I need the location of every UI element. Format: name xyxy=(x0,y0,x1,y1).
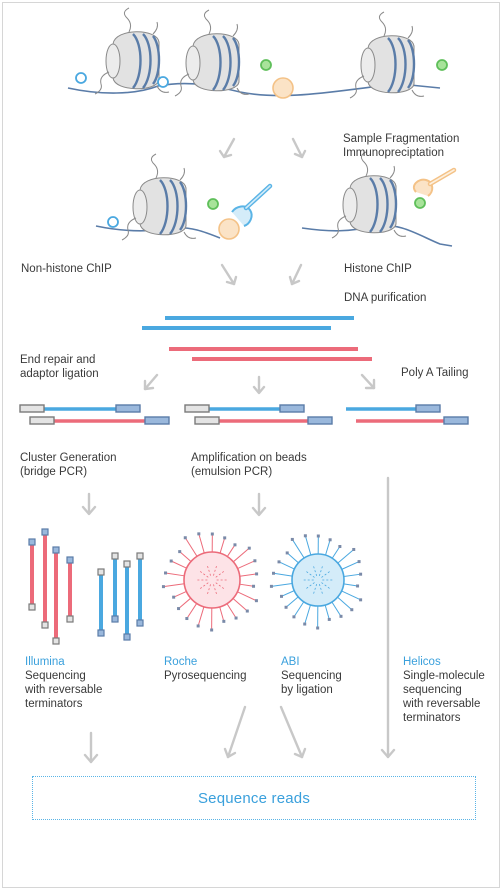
modification-mark-green xyxy=(260,59,272,71)
platform-illumina: Illumina Sequencing with reversable term… xyxy=(25,656,103,710)
label-fragmentation: Sample Fragmentation Immunopreciptation xyxy=(343,133,460,159)
adaptor-fragments xyxy=(19,404,469,425)
antibody-blue xyxy=(231,183,273,227)
chip-non-histone xyxy=(95,152,273,242)
platform-abi: ABI Sequencing by ligation xyxy=(281,656,342,696)
label-dna-purification: DNA purification xyxy=(344,292,427,304)
sequence-reads-label: Sequence reads xyxy=(197,789,311,807)
chromatin-top xyxy=(67,6,448,100)
label-non-histone-chip: Non-histone ChIP xyxy=(21,263,112,275)
illumina-clusters xyxy=(28,528,144,645)
label-end-repair: End repair and adaptor ligation xyxy=(20,354,99,380)
purified-dna xyxy=(142,316,372,361)
label-amplification: Amplification on beads (emulsion PCR) xyxy=(191,452,307,478)
abi-bead xyxy=(269,534,363,630)
modification-mark-blue xyxy=(75,72,87,84)
label-histone-chip: Histone ChIP xyxy=(344,263,412,275)
label-cluster-generation: Cluster Generation (bridge PCR) xyxy=(20,452,117,478)
protein-orange xyxy=(272,77,294,99)
flow-arrows xyxy=(81,137,396,764)
sequence-reads-box: Sequence reads xyxy=(32,776,476,820)
roche-bead xyxy=(161,532,259,632)
label-poly-a-tailing: Poly A Tailing xyxy=(401,367,469,379)
chip-histone xyxy=(301,150,457,247)
platform-helicos: Helicos Single-molecule sequencing with … xyxy=(403,656,485,724)
platform-roche: Roche Pyrosequencing xyxy=(164,656,247,682)
antibody-orange xyxy=(412,167,457,197)
